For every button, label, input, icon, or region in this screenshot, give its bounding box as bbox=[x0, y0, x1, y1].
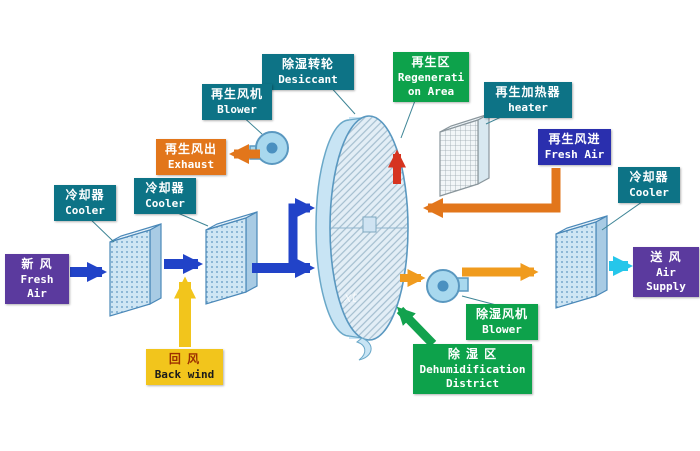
label-regen-blower-en: Blower bbox=[217, 102, 257, 116]
cooler-right-box bbox=[555, 214, 608, 309]
label-cooler-mid-en: Cooler bbox=[145, 196, 185, 210]
label-regen-heater-en: heater bbox=[508, 100, 548, 114]
label-exhaust-zh: 再生风出 bbox=[164, 142, 217, 156]
label-desiccant: 除湿转轮 Desiccant bbox=[262, 54, 354, 90]
label-dehum-blower-en: Blower bbox=[482, 322, 522, 336]
wheel-inlet-upper-arrow bbox=[288, 198, 315, 266]
label-back-wind-zh: 回 风 bbox=[168, 352, 201, 366]
label-cooler-right-en: Cooler bbox=[629, 185, 669, 199]
regen-air-in-arrow bbox=[423, 168, 561, 218]
label-dehum-district: 除 湿 区 Dehumidification District bbox=[413, 344, 532, 395]
label-regen-blower-zh: 再生风机 bbox=[210, 87, 263, 101]
label-back-wind: 回 风 Back wind bbox=[146, 349, 223, 385]
dehum-blower-fan bbox=[426, 269, 469, 303]
label-cooler-left: 冷却器 Cooler bbox=[54, 185, 116, 221]
desiccant-wheel: xt bbox=[315, 115, 409, 361]
label-fresh-air-en: Fresh Air bbox=[20, 272, 54, 300]
label-cooler-left-zh: 冷却器 bbox=[65, 188, 105, 202]
label-fresh-air: 新 风 Fresh Air bbox=[5, 254, 69, 305]
label-air-supply-zh: 送 风 bbox=[650, 250, 682, 264]
label-regeneration-area: 再生区 Regeneration Area bbox=[393, 52, 469, 103]
label-dehum-blower: 除湿风机 Blower bbox=[466, 304, 538, 340]
label-air-supply: 送 风 Air Supply bbox=[633, 247, 699, 298]
label-regen-fresh-air-en: Fresh Air bbox=[544, 147, 605, 161]
label-cooler-right-zh: 冷却器 bbox=[629, 170, 669, 184]
label-cooler-left-en: Cooler bbox=[65, 203, 105, 217]
label-cooler-mid-zh: 冷却器 bbox=[145, 181, 185, 195]
label-dehum-district-en: Dehumidification District bbox=[419, 362, 526, 390]
label-back-wind-en: Back wind bbox=[154, 367, 215, 381]
label-desiccant-zh: 除湿转轮 bbox=[281, 57, 334, 71]
cooler-mid-box bbox=[205, 210, 258, 305]
label-regeneration-area-en: Regeneration Area bbox=[397, 70, 465, 98]
label-desiccant-en: Desiccant bbox=[278, 72, 338, 86]
watermark-text: xt bbox=[343, 291, 358, 306]
label-air-supply-en: Air Supply bbox=[646, 265, 686, 293]
label-exhaust-en: Exhaust bbox=[167, 157, 215, 171]
regen-blower-fan bbox=[249, 131, 289, 165]
label-regeneration-area-zh: 再生区 bbox=[411, 55, 451, 69]
wheel-bottom-curl bbox=[355, 337, 372, 361]
label-regen-heater-zh: 再生加热器 bbox=[495, 85, 561, 99]
label-regen-fresh-air: 再生风进 Fresh Air bbox=[538, 129, 611, 165]
label-regen-blower: 再生风机 Blower bbox=[202, 84, 272, 120]
heater-box bbox=[439, 112, 490, 197]
label-regen-heater: 再生加热器 heater bbox=[484, 82, 572, 118]
flow-arrows bbox=[70, 144, 633, 348]
label-exhaust: 再生风出 Exhaust bbox=[156, 139, 226, 175]
wheel-hub bbox=[362, 216, 377, 233]
label-dehum-district-zh: 除 湿 区 bbox=[447, 347, 498, 361]
label-dehum-blower-zh: 除湿风机 bbox=[475, 307, 528, 321]
cooler-left-box bbox=[109, 222, 162, 317]
label-cooler-mid: 冷却器 Cooler bbox=[134, 178, 196, 214]
label-fresh-air-zh: 新 风 bbox=[21, 257, 53, 271]
label-regen-fresh-air-zh: 再生风进 bbox=[548, 132, 601, 146]
dehum-district-arrow bbox=[396, 306, 437, 348]
label-cooler-right: 冷却器 Cooler bbox=[618, 167, 680, 203]
